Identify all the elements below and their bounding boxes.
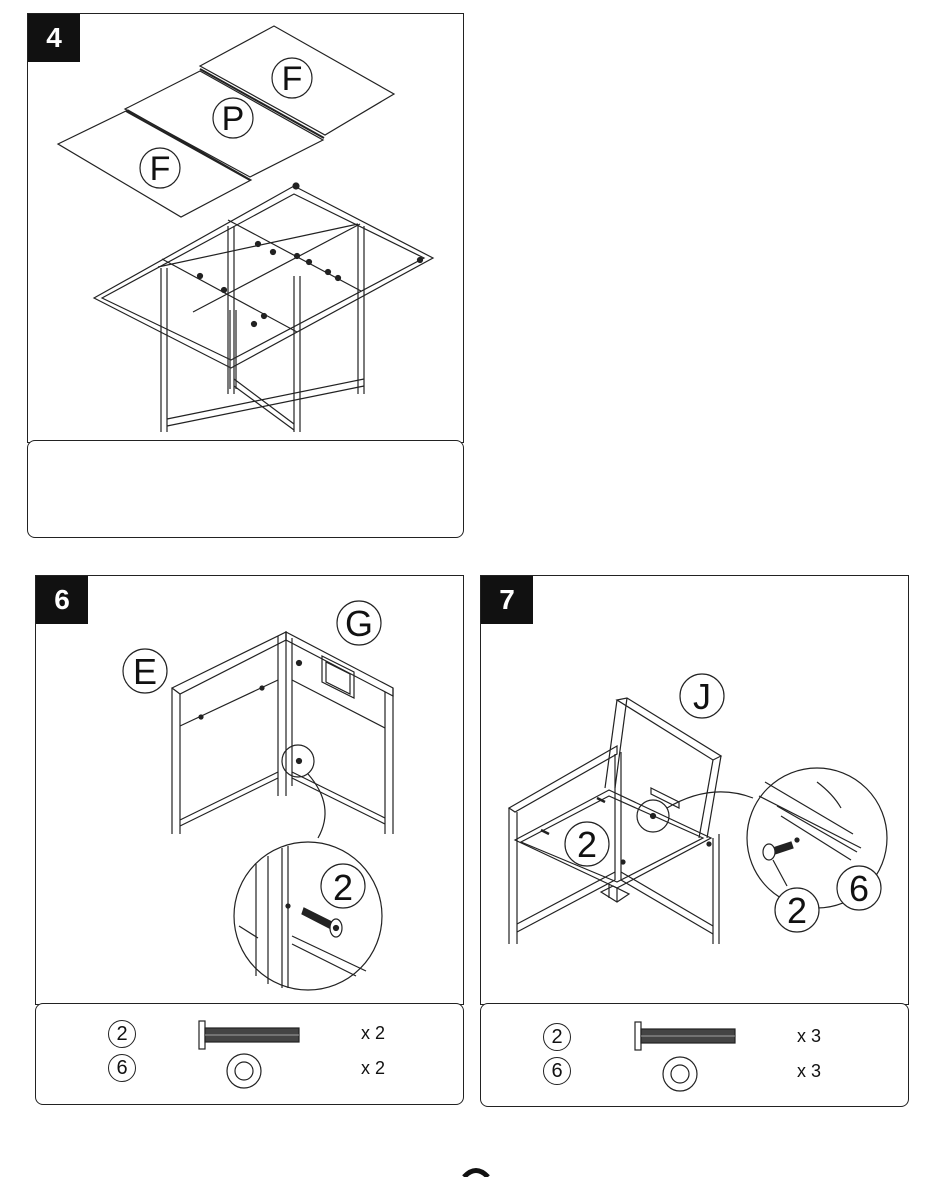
- label-f-left: F: [139, 147, 181, 189]
- svg-text:6: 6: [849, 868, 869, 909]
- hardware-qty-bolt: x 3: [797, 1026, 822, 1046]
- svg-text:2: 2: [577, 824, 597, 865]
- label-bolt-2-zoom: 2: [774, 887, 820, 933]
- label-bolt-2-main: 2: [564, 821, 610, 867]
- label-p: P: [212, 97, 254, 139]
- hardware-row-washer: 6: [543, 1057, 571, 1085]
- svg-text:2: 2: [333, 867, 353, 908]
- hardware-id-washer: 6: [108, 1054, 136, 1082]
- hardware-qty-washer: x 2: [361, 1058, 386, 1078]
- step-4-footer: [27, 440, 464, 538]
- svg-text:2: 2: [787, 890, 807, 931]
- hardware-id-washer: 6: [543, 1057, 571, 1085]
- label-g: G: [336, 600, 382, 646]
- step-6-number: 6: [36, 576, 88, 624]
- svg-text:G: G: [345, 603, 373, 644]
- panel-p: [123, 70, 325, 178]
- step-4-illustration: F P F: [56, 25, 435, 432]
- washer-icon: [226, 1053, 262, 1089]
- panel-f-right: [198, 25, 396, 136]
- panel-f-left: [56, 109, 253, 218]
- frame-top: [92, 185, 435, 369]
- svg-text:J: J: [693, 676, 711, 717]
- step-4-number: 4: [28, 14, 80, 62]
- hardware-id-bolt: 2: [108, 1020, 136, 1048]
- hardware-id-bolt: 2: [543, 1023, 571, 1051]
- label-bolt-2: 2: [320, 863, 366, 909]
- step-7-hardware-footer: 2 6 x 3 x 3: [480, 1003, 909, 1107]
- label-washer-6-zoom: 6: [836, 865, 882, 911]
- washer-icon: [662, 1056, 698, 1092]
- hardware-row-bolt: 2: [543, 1023, 571, 1051]
- step-6-illustration: E G 2: [122, 600, 394, 991]
- label-j: J: [679, 673, 725, 719]
- bolt-icon: [634, 1021, 736, 1051]
- bolt-icon: [198, 1020, 300, 1050]
- step-6-hardware-icons: [198, 1020, 300, 1089]
- step-6-panel: 6: [35, 575, 464, 1005]
- svg-text:F: F: [282, 60, 303, 98]
- zoom-detail-circle: [233, 841, 383, 991]
- hardware-row-washer: 6: [108, 1054, 136, 1082]
- step-6-hardware-footer: 2 6 x 2 x 2: [35, 1003, 464, 1105]
- hardware-qty-washer: x 3: [797, 1061, 822, 1081]
- step-7-illustration: J 2 2 6: [507, 673, 888, 944]
- step-7-panel: 7: [480, 575, 909, 1005]
- label-f-right: F: [271, 57, 313, 99]
- step-7-hardware-icons: [634, 1021, 736, 1092]
- label-e: E: [122, 648, 168, 694]
- svg-text:F: F: [150, 150, 171, 188]
- svg-text:E: E: [133, 651, 157, 692]
- step-4-panel: 4: [27, 13, 464, 443]
- hardware-row-bolt: 2: [108, 1020, 136, 1048]
- step-7-number: 7: [481, 576, 533, 624]
- hardware-qty-bolt: x 2: [361, 1023, 386, 1043]
- svg-text:P: P: [222, 100, 245, 138]
